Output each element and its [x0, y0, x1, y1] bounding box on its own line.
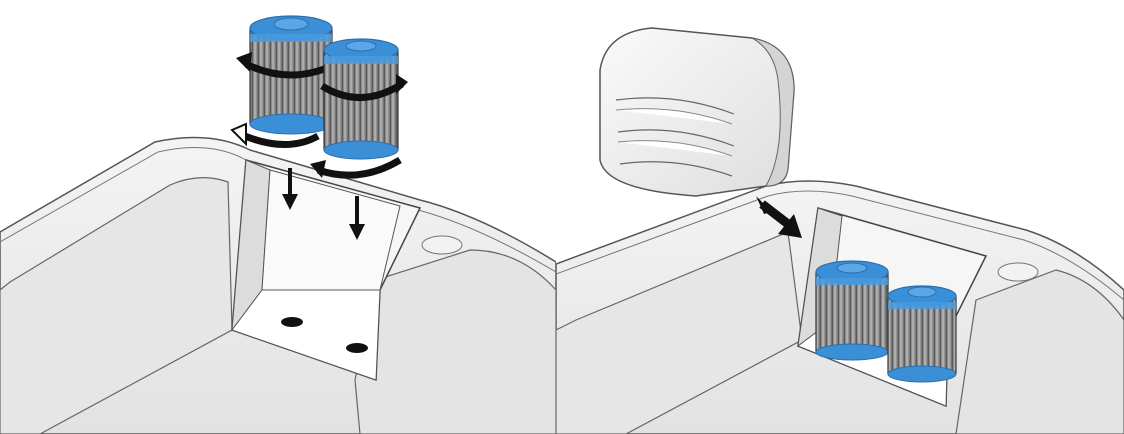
filter-cartridge-small — [888, 286, 956, 382]
panel-insert-cartridges — [0, 0, 556, 434]
filter-cover — [600, 28, 794, 196]
panel-attach-cover — [556, 0, 1124, 434]
filter-cartridge-large — [816, 261, 888, 360]
filter-hole-left — [281, 317, 303, 327]
filter-hole-right — [346, 343, 368, 353]
left-illustration — [0, 0, 556, 434]
right-illustration — [556, 0, 1124, 434]
